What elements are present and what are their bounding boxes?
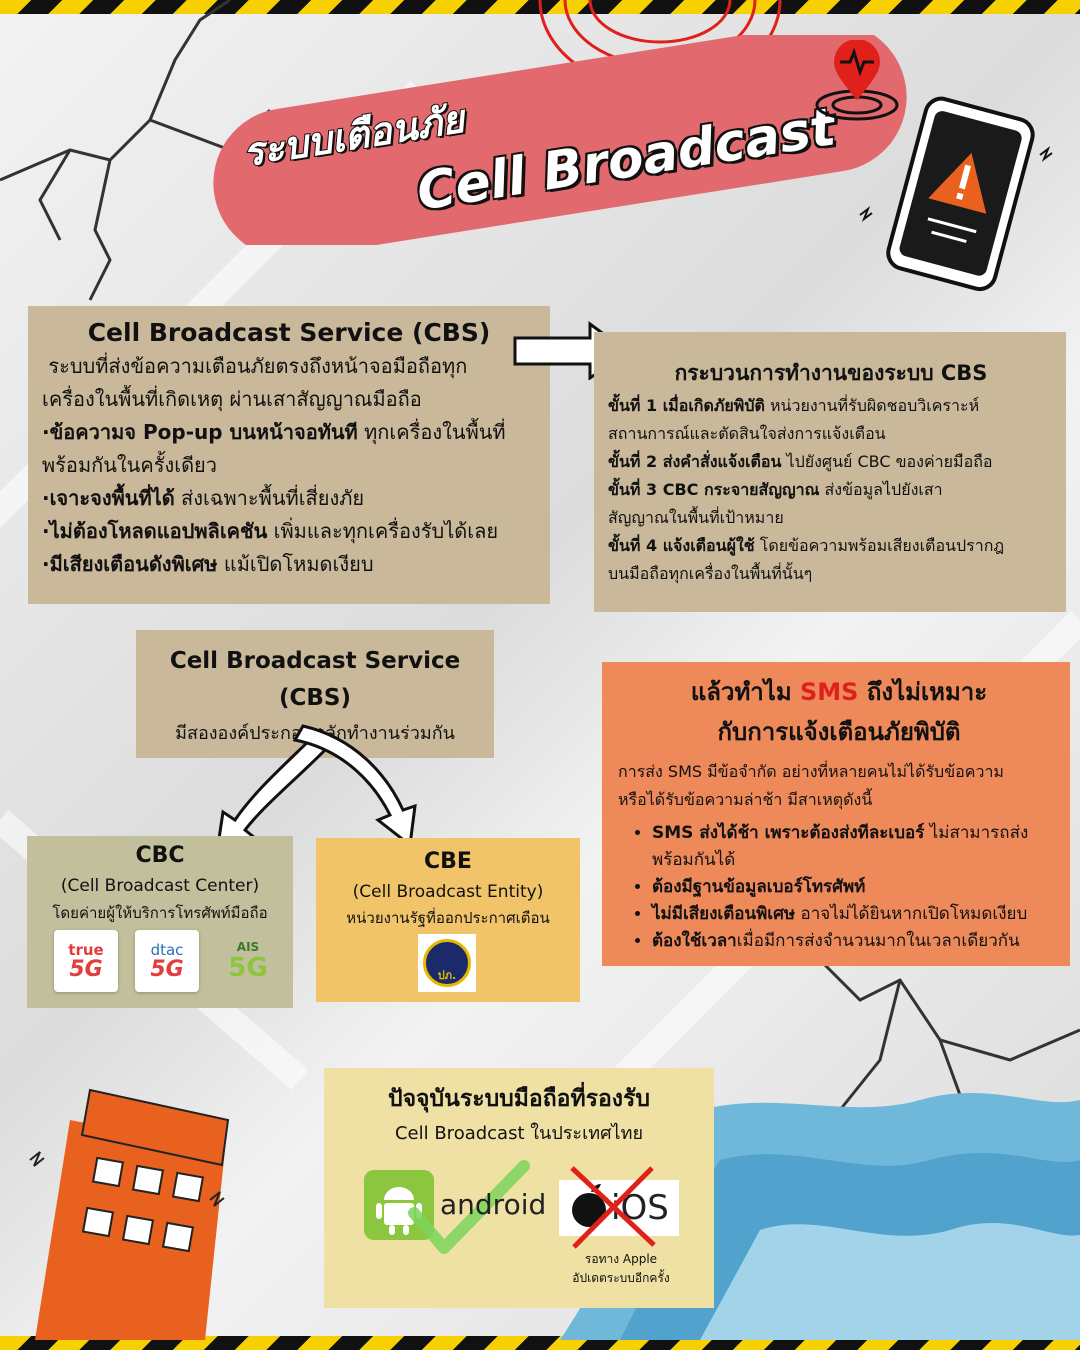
cbc-description: โดยค่ายผู้ให้บริการโทรศัพท์มือถือ [52, 904, 268, 922]
sms-heading-line2: กับการแจ้งเตือนภัยพิบัติ [717, 718, 961, 746]
true-5g-logo: true 5G [54, 930, 118, 992]
sms-intro-1: การส่ง SMS มีข้อจำกัด อย่างที่หลายคนไม่ไ… [618, 762, 1004, 781]
sms-reasons-list: SMS ส่งได้ช้า เพราะต้องส่งทีละเบอร์ ไม่ส… [618, 820, 1060, 955]
ais-5g-logo: AIS 5G [228, 940, 268, 983]
intro-bullet-1: ·ข้อความจ Pop-up บนหน้าจอทันที ทุกเครื่อ… [42, 420, 506, 444]
intro-bullet-2: ·เจาะจงพื้นที่ได้ ส่งเฉพาะพื้นที่เสี่ยงภ… [42, 486, 365, 510]
dtac-5g-logo: dtac 5G [135, 930, 199, 992]
sms-heading: แล้วทำไม SMS ถึงไม่เหมาะ [690, 678, 988, 706]
support-heading: ปัจจุบันระบบมือถือที่รองรับ [387, 1086, 650, 1112]
ios-logo: iOS [559, 1180, 679, 1236]
cbe-full-name: (Cell Broadcast Entity) [352, 882, 544, 902]
title-banner: ระบบเตือนภัย Cell Broadcast [200, 35, 920, 245]
support-subtitle: Cell Broadcast ในประเทศไทย [394, 1123, 644, 1144]
intro-bullet-3: ·ไม่ต้องโหลดแอปพลิเคชัน เพิ่มและทุกเครื่… [42, 519, 499, 543]
process-card: กระบวนการทำงานของระบบ CBS ขั้นที่ 1 เมื่… [594, 332, 1066, 612]
checkmark-icon [408, 1160, 530, 1254]
components-heading-1: Cell Broadcast Service [169, 648, 461, 674]
sms-reason-1: SMS ส่งได้ช้า เพราะต้องส่งทีละเบอร์ ไม่ส… [652, 820, 1060, 874]
phone-warning-icon [859, 96, 1053, 292]
cross-icon [570, 1166, 656, 1249]
process-line-1: ขั้นที่ 1 เมื่อเกิดภัยพิบัติ หน่วยงานที่… [608, 396, 980, 415]
cbc-full-name: (Cell Broadcast Center) [60, 876, 260, 896]
location-pin-icon [815, 40, 899, 121]
title-pill [213, 35, 907, 245]
cbe-card: CBE (Cell Broadcast Entity) หน่วยงานรัฐท… [316, 838, 580, 1002]
process-line-7: บนมือถือทุกเครื่องในพื้นที่นั้นๆ [608, 564, 813, 583]
process-line-3: ขั้นที่ 2 ส่งคำสั่งแจ้งเตือน ไปยังศูนย์ … [608, 452, 993, 471]
sms-reason-2: ต้องมีฐานข้อมูลเบอร์โทรศัพท์ [652, 874, 1060, 901]
intro-bullet-1-cont: พร้อมกันในครั้งเดียว [42, 453, 217, 477]
ddpm-logo: ปภ. [418, 934, 476, 992]
ios-note: รอทาง Apple อัปเดตระบบอีกครั้ง [572, 1252, 670, 1285]
cbc-card: CBC (Cell Broadcast Center) โดยค่ายผู้ให… [27, 836, 293, 1008]
sms-card: แล้วทำไม SMS ถึงไม่เหมาะ กับการแจ้งเตือน… [602, 662, 1070, 966]
process-line-2: สถานการณ์และตัดสินใจส่งการแจ้งเตือน [608, 424, 886, 443]
cbc-title: CBC [135, 843, 185, 868]
intro-card: Cell Broadcast Service (CBS) ระบบที่ส่งข… [28, 306, 550, 604]
intro-line-2: เครื่องในพื้นที่เกิดเหตุ ผ่านเสาสัญญาณมื… [42, 387, 422, 411]
intro-bullet-4: ·มีเสียงเตือนดังพิเศษ แม้เปิดโหมดเงียบ [42, 552, 374, 576]
android-label: android [440, 1188, 547, 1221]
cbe-description: หน่วยงานรัฐที่ออกประกาศเตือน [346, 909, 550, 927]
intro-line-1: ระบบที่ส่งข้อความเตือนภัยตรงถึงหน้าจอมือ… [42, 354, 468, 378]
sms-intro-2: หรือได้รับข้อความล่าช้า มีสาเหตุดังนี้ [618, 790, 873, 809]
cbe-title: CBE [424, 849, 472, 874]
sms-reason-4: ต้องใช้เวลาเมื่อมีการส่งจำนวนมากในเวลาเด… [652, 928, 1060, 955]
process-line-6: ขั้นที่ 4 แจ้งเตือนผู้ใช้ โดยข้อความพร้อ… [608, 536, 1005, 555]
building-illustration [29, 1088, 230, 1340]
sms-reason-3: ไม่มีเสียงเตือนพิเศษ อาจไม่ได้ยินหากเปิด… [652, 901, 1060, 928]
components-heading-2: (CBS) [279, 685, 351, 711]
support-card: ปัจจุบันระบบมือถือที่รองรับ Cell Broadca… [324, 1068, 714, 1308]
process-line-4: ขั้นที่ 3 CBC กระจายสัญญาณ ส่งข้อมูลไปยั… [608, 480, 943, 499]
process-heading: กระบวนการทำงานของระบบ CBS [674, 361, 988, 385]
components-card: Cell Broadcast Service (CBS) มีสององค์ปร… [136, 630, 494, 758]
intro-heading: Cell Broadcast Service (CBS) [87, 318, 491, 347]
process-line-5: สัญญาณในพื้นที่เป้าหมาย [608, 508, 784, 527]
